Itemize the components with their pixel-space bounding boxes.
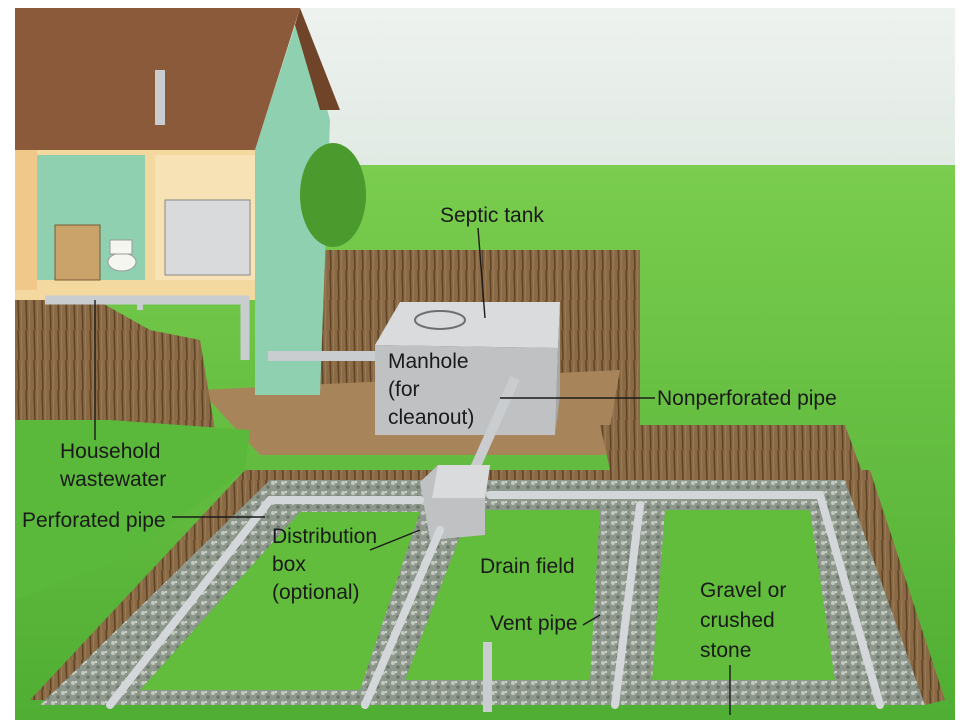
grass-strip-3 (652, 510, 835, 680)
grass-strip-2 (405, 510, 600, 680)
left-lawn-front (15, 420, 250, 600)
label-distribution-line1: Distribution (272, 525, 377, 548)
left-embankment (15, 280, 215, 440)
washing-machine-icon (54, 224, 101, 281)
label-gravel-line3: stone (700, 639, 751, 662)
label-manhole-line1: Manhole (388, 350, 469, 373)
toilet-icon (107, 252, 137, 272)
label-household-line2: wastewater (59, 468, 166, 491)
label-vent-pipe: Vent pipe (490, 612, 578, 635)
label-distribution-line3: (optional) (272, 581, 360, 604)
right-trench-edge (600, 425, 945, 705)
label-gravel-line1: Gravel or (700, 579, 786, 602)
distribution-box (420, 465, 490, 540)
label-drain-field: Drain field (480, 555, 575, 578)
house (15, 8, 340, 395)
label-nonperforated-pipe: Nonperforated pipe (657, 387, 837, 410)
septic-tank (375, 302, 560, 435)
label-distribution-line2: box (272, 553, 306, 576)
vent-pipe (483, 642, 492, 712)
perforated-pipes (106, 491, 884, 709)
label-gravel-line2: crushed (700, 609, 775, 632)
label-perforated-pipe: Perforated pipe (22, 509, 166, 532)
shrub (300, 143, 366, 247)
leader-lines (94, 227, 731, 715)
manhole-cover (414, 310, 466, 330)
label-septic-tank: Septic tank (440, 204, 544, 227)
water-heater-icon (164, 199, 251, 276)
nonperforated-pipe (467, 375, 520, 478)
label-manhole-line2: (for (388, 378, 420, 401)
grass-strip-1 (140, 512, 420, 690)
label-manhole-line3: cleanout) (388, 406, 474, 429)
label-household-line1: Household (60, 440, 160, 463)
